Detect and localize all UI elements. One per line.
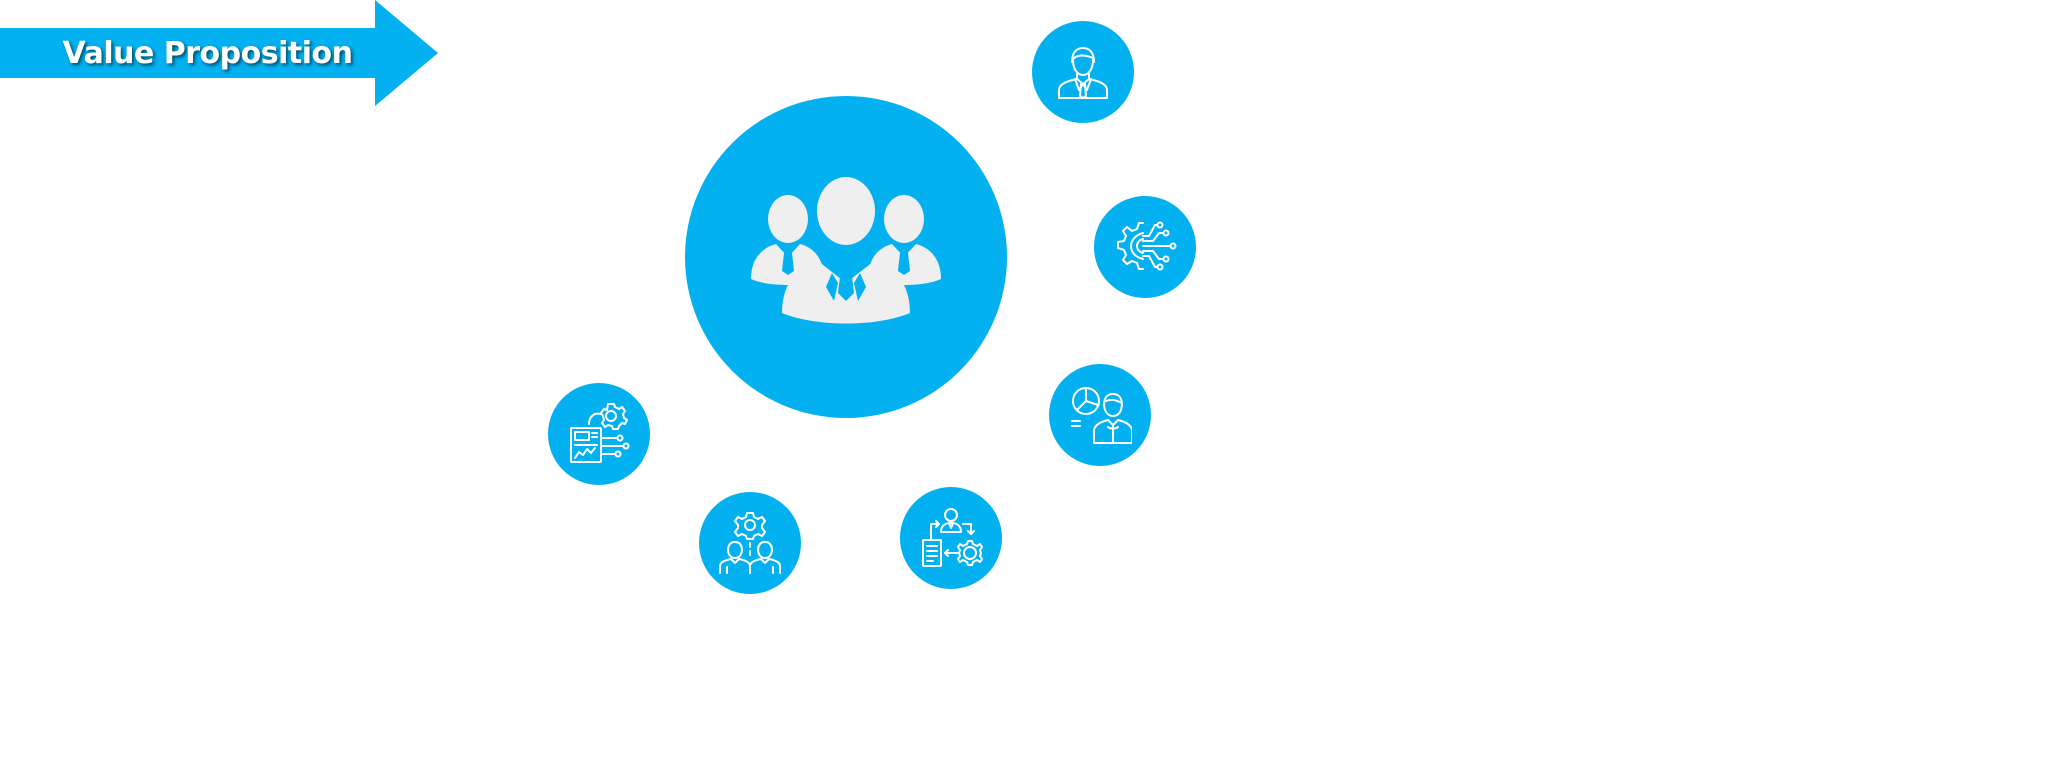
analyst-chart-circle [1049, 364, 1151, 466]
analyst-chart-icon [1071, 387, 1132, 444]
gear-network-circle [1094, 196, 1196, 298]
value-proposition-banner: Value Proposition [0, 0, 440, 110]
team-group-icon [751, 177, 941, 324]
workflow-process-icon [922, 508, 983, 567]
workflow-process-circle [900, 487, 1002, 589]
team-gear-circle [699, 492, 801, 594]
businessman-icon [1058, 47, 1108, 99]
central-team-circle [685, 96, 1007, 418]
team-gear-icon [719, 512, 781, 574]
data-document-gear-circle [548, 383, 650, 485]
data-document-gear-icon [570, 403, 630, 463]
banner-arrow-shape [0, 0, 438, 106]
businessman-circle [1032, 21, 1134, 123]
gear-network-icon [1117, 221, 1177, 271]
banner-title: Value Proposition [62, 35, 353, 71]
